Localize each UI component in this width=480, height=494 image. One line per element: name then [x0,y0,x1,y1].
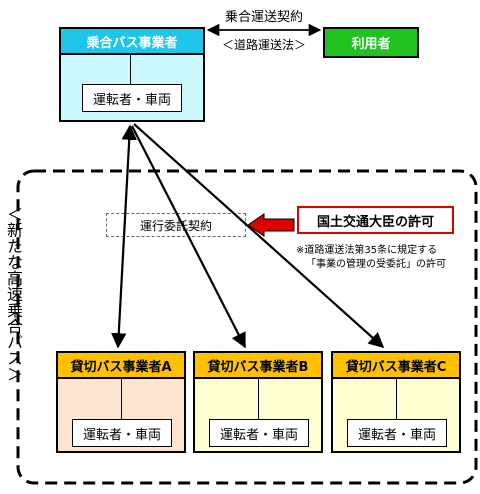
contract-top-law: ＜道路運送法＞ [221,38,306,52]
charter-b-driver-vehicle: 運転者・車両 [209,419,309,447]
charter-a-driver-vehicle: 運転者・車両 [72,419,172,447]
connector [396,379,397,419]
charter-a-title: 貸切バス事業者A [58,353,184,379]
consign-contract-label: 運行委託契約 [139,219,212,233]
new-highway-bus-region [16,169,478,485]
main-operator-title: 乗合バス事業者 [61,29,203,55]
connector [258,379,259,419]
charter-a-box: 貸切バス事業者A 運転者・車両 [56,351,186,453]
charter-c-box: 貸切バス事業者C 運転者・車両 [331,351,461,453]
charter-c-title: 貸切バス事業者C [333,353,459,379]
permit-label: 国土交通大臣の許可 [316,214,434,230]
charter-c-driver-vehicle: 運転者・車両 [347,419,447,447]
main-operator-box: 乗合バス事業者 運転者・車両 [59,27,205,122]
arrow-to-charter-a [111,124,137,349]
charter-b-title: 貸切バス事業者B [195,353,321,379]
permit-arrow [247,213,295,237]
main-operator-driver-vehicle: 運転者・車両 [82,84,182,112]
permit-note-2: 「事業の管理の受委託」の許可 [306,259,446,270]
connector [121,379,122,419]
permit-note-1: ※道路運送法第35条に規定する [296,245,438,256]
connector [130,55,131,84]
permit-box: 国土交通大臣の許可 [297,206,454,234]
charter-b-box: 貸切バス事業者B 運転者・車両 [193,351,323,453]
user-box: 利用者 [323,27,419,58]
arrow-to-charter-c [133,123,385,349]
user-title: 利用者 [351,37,391,52]
arrow-to-charter-b [131,125,246,349]
contract-top-label: 乗合運送契約 [224,10,303,25]
